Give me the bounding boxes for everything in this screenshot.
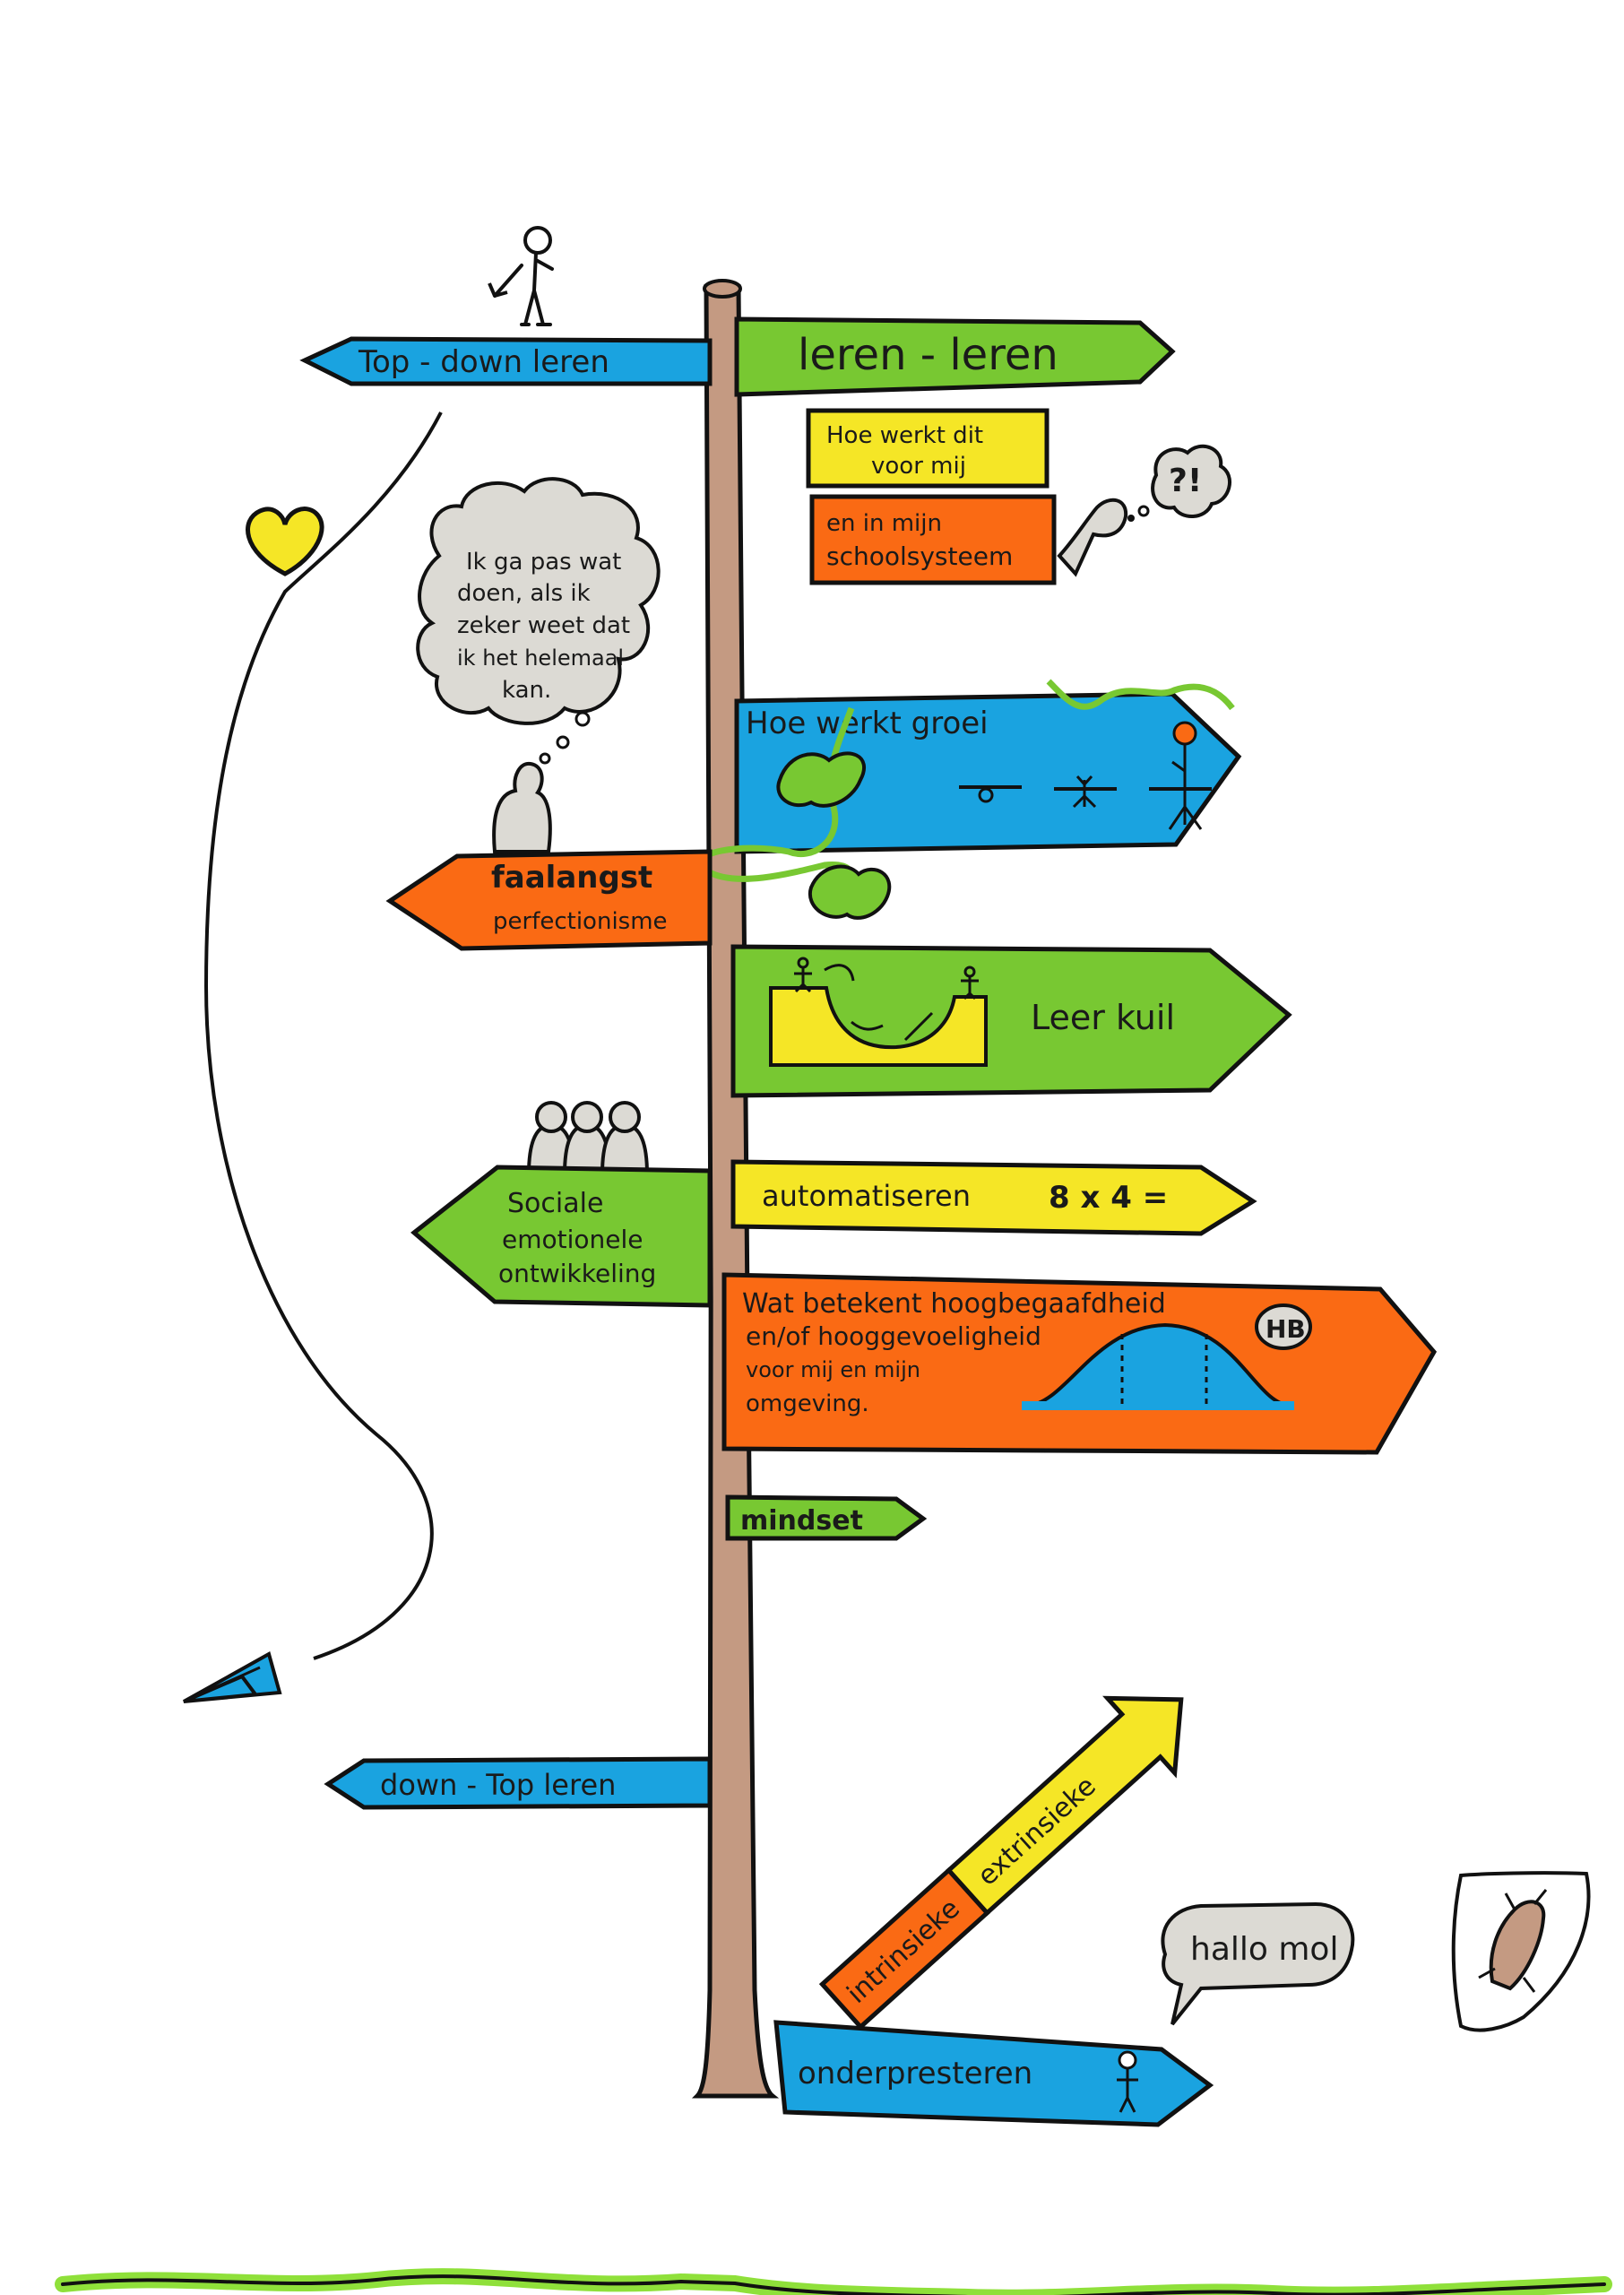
standing-figure — [488, 226, 554, 326]
stick-figure-icon — [794, 966, 812, 993]
thought-line-4: ik het helemaal — [457, 645, 624, 671]
sign-hb-line2: en/of hooggevoeligheid — [746, 1321, 1041, 1351]
sign-onderpresteren-label: onderpresteren — [798, 2056, 1032, 2091]
sign-sociaal-line1: Sociale — [507, 1188, 603, 1219]
sign-sociaal: Sociale emotionele ontwikkeling — [410, 1165, 713, 1308]
sign-schoolsysteem-line2: schoolsysteem — [826, 541, 1013, 571]
sign-top-down: Top - down leren — [299, 336, 713, 386]
speech-bubble-mole: hallo mol — [1161, 1901, 1355, 2026]
sign-schoolsysteem-line1: en in mijn — [826, 510, 942, 537]
sign-groei: Hoe werkt groei — [734, 691, 1242, 854]
hb-badge — [1255, 1303, 1312, 1350]
paper-plane — [183, 1651, 282, 1703]
perfectionisme-band — [491, 904, 699, 936]
heart-icon — [246, 507, 324, 576]
peeking-figure: ?! — [1057, 444, 1231, 577]
ivy — [698, 679, 1235, 920]
sign-mindset-label: mindset — [740, 1505, 863, 1537]
sign-hoogbegaafdheid: Wat betekent hoogbegaafdheid en/of hoogg… — [721, 1272, 1438, 1455]
sign-hb-line3: voor mij en mijn — [746, 1357, 920, 1382]
sign-leerkuil: Leer kuil — [730, 944, 1292, 1098]
hb-badge-label: HB — [1266, 1314, 1306, 1344]
sign-schoolsysteem: en in mijn schoolsysteem — [809, 494, 1057, 585]
stick-figure-icon — [523, 226, 552, 255]
sign-hoe-werkt-dit-line1: Hoe werkt dit — [826, 422, 983, 449]
stick-figure-icon — [1057, 498, 1128, 577]
ground-line-ink — [61, 2274, 1606, 2295]
sign-leerkuil-label: Leer kuil — [1031, 998, 1175, 1037]
speech-bubble-mole-text: hallo mol — [1190, 1931, 1338, 1968]
sign-hb-line1: Wat betekent hoogbegaafdheid — [742, 1288, 1166, 1320]
flight-path — [203, 411, 443, 1660]
ivy-leaf-icon — [808, 864, 892, 920]
thought-line-5: kan. — [502, 677, 551, 704]
stick-figure-icon — [492, 761, 552, 853]
sign-hoe-werkt-dit: Hoe werkt dit voor mij — [806, 408, 1050, 489]
thought-bubble: Ik ga pas wat doen, als ik zeker weet da… — [416, 477, 661, 765]
pole-top — [703, 279, 742, 299]
sign-down-top: down - Top leren — [324, 1756, 713, 1810]
bell-curve-icon — [1026, 1322, 1291, 1407]
question-bubble — [1151, 444, 1231, 518]
stick-figure-icon — [1118, 2050, 1137, 2070]
sign-multiplication-label: 8 x 4 = — [1049, 1180, 1168, 1216]
ivy-leaf-icon — [776, 751, 867, 808]
seed-icon — [978, 787, 994, 803]
sign-leren-leren-label: leren - leren — [798, 330, 1058, 380]
sign-top-down-label: Top - down leren — [358, 344, 609, 380]
sign-onderpresteren: onderpresteren — [773, 2020, 1214, 2127]
sign-hoe-werkt-dit-line2: voor mij — [871, 453, 966, 480]
sign-down-top-label: down - Top leren — [380, 1768, 616, 1802]
sitting-figure — [492, 761, 552, 853]
sign-hb-line4: omgeving. — [746, 1390, 869, 1417]
mole-burrow — [1451, 1871, 1591, 2032]
mole-icon — [1489, 1900, 1546, 1991]
sign-faalangst-label: faalangst — [491, 860, 652, 896]
learning-pit — [769, 986, 988, 1067]
thought-line-1: Ik ga pas wat — [466, 549, 621, 576]
question-bubble-text: ?! — [1169, 463, 1202, 499]
sign-mindset: mindset — [725, 1494, 928, 1541]
three-figures — [526, 1101, 650, 1176]
flower-stem — [1168, 744, 1203, 830]
flower-icon — [1172, 721, 1197, 746]
sign-leren-leren: leren - leren — [734, 316, 1176, 397]
thought-line-2: doen, als ik — [457, 580, 591, 607]
sign-sociaal-line3: ontwikkeling — [498, 1259, 656, 1288]
stick-figure-icon — [961, 975, 979, 1000]
sign-automatiseren-label: automatiseren — [762, 1179, 971, 1213]
sign-perfectionisme-label: perfectionisme — [493, 908, 668, 935]
sign-groei-label: Hoe werkt groei — [746, 706, 989, 741]
sign-faalangst: faalangst perfectionisme — [385, 849, 713, 951]
sign-sociaal-line2: emotionele — [502, 1225, 644, 1254]
sign-automatiseren: automatiseren 8 x 4 = — [730, 1159, 1257, 1236]
thought-line-3: zeker weet dat — [457, 612, 630, 639]
sign-motivation: intrinsieke extrinsieke — [818, 1695, 1184, 2031]
seedling-icon — [1072, 775, 1097, 809]
